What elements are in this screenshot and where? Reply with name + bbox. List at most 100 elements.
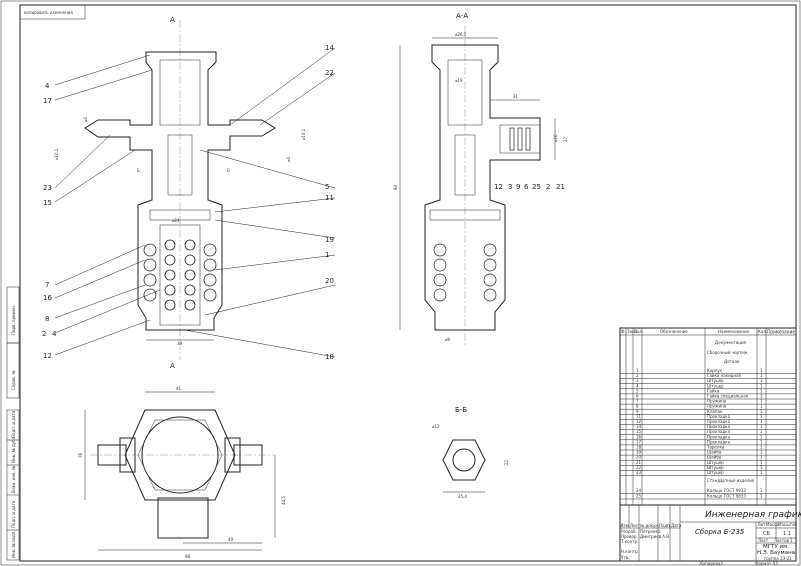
label-callouts-main-7: 11 — [325, 194, 334, 202]
table-cell-name: Штуцер — [707, 383, 724, 388]
table-cell-pos: 7 — [636, 399, 639, 404]
top-stamp — [19, 4, 86, 20]
label-dims-d8: ⌀8 — [445, 337, 450, 342]
label-dims-w98: 98 — [185, 554, 191, 559]
label-callouts-main-15: 12 — [43, 352, 52, 360]
front-view — [84, 20, 276, 360]
table-cell-name: Прокладка — [707, 414, 731, 419]
label-side-columns-5: Подп. и дата — [11, 500, 16, 528]
table-cell-qty: 1 — [760, 383, 763, 388]
table-cell-name: Пружина — [707, 399, 727, 404]
label-title-block-sheets: 1 — [790, 538, 793, 543]
label-spec-table-headers-0: Ф. — [621, 329, 626, 334]
side-columns: Перв. примен. Справ. № Подп. и дата Инв.… — [6, 286, 20, 561]
label-title-block-sheet-label: Лист — [758, 538, 769, 543]
table-cell-qty: 1 — [760, 470, 763, 475]
label-spec-table-headers-5: Кол. — [758, 329, 767, 334]
table-cell-name: Шайба — [707, 455, 722, 460]
label-dims-w49: 49 — [228, 537, 234, 542]
drawing-frame — [19, 4, 797, 562]
label-title-block-scale: 1:1 — [783, 531, 791, 537]
label-callouts-main-8: 19 — [325, 236, 334, 244]
label-callouts-section-2: 9 — [516, 183, 520, 191]
label-spec-table-section-std: Стандартные изделия — [707, 478, 755, 483]
label-callouts-main-13: 2 — [42, 330, 46, 338]
table-cell-pos: 9 — [636, 409, 639, 414]
label-callouts-main-6: 5 — [325, 183, 329, 191]
table-cell-name: Пружина — [707, 404, 727, 409]
table-cell-qty: 1 — [760, 388, 763, 393]
label-callouts-main-2: 23 — [43, 184, 52, 192]
label-spec-table-doc-item: Сборочный чертеж — [707, 350, 748, 355]
table-cell-qty: 1 — [760, 394, 763, 399]
table-cell-pos: 17 — [636, 439, 642, 444]
table-cell-pos: 22 — [636, 465, 642, 470]
label-dims-d26-5: ⌀26,5 — [455, 32, 467, 37]
label-title-block-scale-label: Масштаб — [778, 522, 798, 527]
table-cell-qty: 1 — [760, 455, 763, 460]
label-side-columns-6: Инв. № подл. — [11, 530, 16, 558]
section-b-b — [442, 439, 486, 493]
organization-name: МГТУ им. Н.Э. Баумана — [756, 543, 796, 556]
label-title-block-developer: Петренко — [640, 529, 661, 534]
table-cell-pos: 16 — [636, 434, 642, 439]
table-cell-pos: 24 — [636, 488, 642, 493]
label-dims-w39: 39 — [177, 341, 183, 346]
table-cell-pos: 3 — [636, 378, 639, 383]
label-callouts-section-6: 21 — [556, 183, 565, 191]
table-cell-qty: 1 — [760, 450, 763, 455]
label-callouts-main-5: 22 — [325, 69, 334, 77]
table-cell-pos: 20 — [636, 455, 642, 460]
label-callouts-section-5: 2 — [546, 183, 550, 191]
label-dims-d4b: ⌀4 — [286, 157, 291, 162]
label-spec-table-headers-1: Зона — [627, 329, 638, 334]
table-cell-name: Штуцер — [707, 465, 724, 470]
table-cell-name: Клапан — [707, 409, 723, 414]
table-cell-name: Штуцер — [707, 378, 724, 383]
table-cell-pos: 19 — [636, 450, 642, 455]
table-cell-pos: 11 — [636, 414, 642, 419]
table-cell-name: Корпус — [707, 368, 722, 373]
label-callouts-main-4: 14 — [325, 44, 334, 52]
label-title-block-row-labels-4: Дата — [671, 523, 682, 528]
table-cell-pos: 1 — [636, 368, 639, 373]
label-dims-d10-1b: ⌀10,1 — [301, 128, 306, 140]
header-note: Примечание — [767, 330, 795, 336]
table-cell-pos: 2 — [636, 373, 639, 378]
label-dims-h22: 22 — [504, 459, 509, 465]
label-side-columns-1: Справ. № — [11, 371, 16, 390]
label-title-block-sheets-label: Листов — [774, 538, 790, 543]
label-side-columns-0: Перв. примен. — [11, 305, 16, 335]
label-callouts-main-10: 7 — [45, 281, 49, 289]
table-cell-pos: 8 — [636, 404, 639, 409]
title-block — [619, 504, 797, 562]
label-callouts-main-0: 4 — [45, 82, 50, 90]
table-cell-name: Гайка специальная — [707, 394, 749, 399]
table-cell-name: Гайка — [707, 388, 720, 393]
label-dims-h92: 92 — [393, 184, 398, 190]
label-spec-table-headers-2: Поз. — [634, 329, 643, 334]
label-side-columns-3: Инв. № дубл. — [11, 436, 16, 463]
label-callouts-main-11: 16 — [43, 294, 52, 302]
label-spec-table-headers-3: Обозначение — [660, 329, 688, 334]
discipline-title: Инженерная графика — [705, 510, 801, 520]
label-dims-h27: 27 — [563, 136, 568, 142]
label-side-columns-2: Подп. и дата — [11, 410, 16, 438]
label-section-bb: Б-Б — [455, 406, 467, 414]
label-section-mark-a: А — [170, 16, 175, 24]
table-cell-pos: 14 — [636, 424, 642, 429]
table-cell-qty: 1 — [760, 465, 763, 470]
table-cell-name: Прокладка — [707, 434, 731, 439]
label-title-block-checker: Дмитриев А.В. — [640, 534, 670, 539]
callouts-main — [54, 47, 336, 358]
label-title-block-row-labels-7: Т.контр. — [620, 539, 638, 544]
label-spec-table-sections-1: Детали — [724, 359, 740, 364]
table-cell-pos: 23 — [636, 470, 642, 475]
table-cell-pos: 15 — [636, 429, 642, 434]
drawing-name: Сборка Б-235 — [695, 528, 745, 536]
label-title-block-row-labels-3: Подп. — [659, 523, 671, 528]
table-cell-pos: 25 — [636, 494, 642, 499]
label-title-block-row-labels-9: Утв. — [621, 555, 629, 560]
label-callouts-main-1: 17 — [43, 97, 52, 105]
label-callouts-main-9: 1 — [325, 251, 329, 259]
